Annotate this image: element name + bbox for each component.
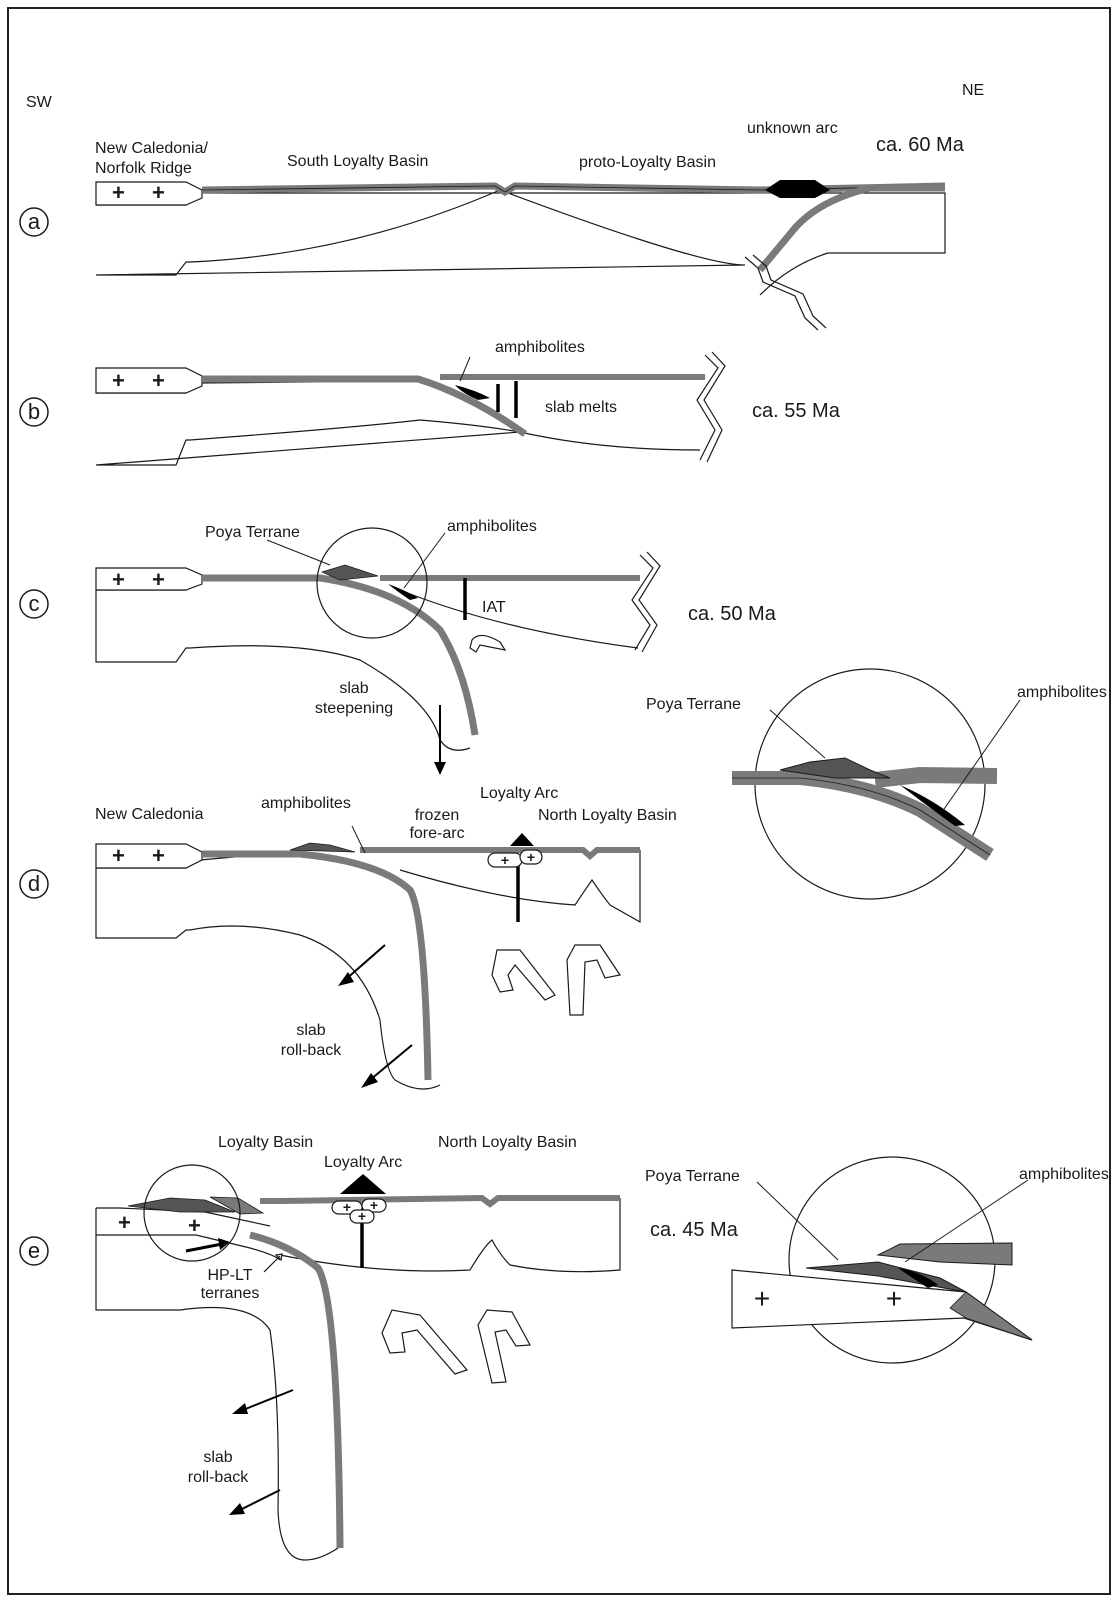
panel-b-plus-2: + — [152, 368, 165, 393]
panel-d-label-new-caledonia: New Caledonia — [95, 806, 204, 823]
panel-b-break — [697, 352, 725, 462]
panel-c-letter: c — [29, 591, 40, 616]
panel-d-label-north-loyalty-basin: North Loyalty Basin — [538, 807, 677, 824]
panel-e-inset-plus-2: + — [886, 1283, 902, 1314]
panel-d: d + + + + New Caledonia amphibolites fro… — [20, 785, 677, 1089]
panel-c-break — [632, 552, 660, 652]
panel-a-subducting-slab — [760, 188, 945, 270]
panel-d-label-fore-arc: fore-arc — [409, 825, 464, 842]
panel-b: b + + amphibolites slab melts ca. 55 Ma — [20, 339, 841, 465]
orientation-ne: NE — [962, 82, 984, 99]
panel-e-inset-plus-1: + — [754, 1283, 770, 1314]
panel-e-inset-overriding — [878, 1243, 1012, 1265]
panel-b-plus-1: + — [112, 368, 125, 393]
panel-a-label-south-loyalty-basin: South Loyalty Basin — [287, 153, 428, 170]
panel-d-label-frozen: frozen — [415, 807, 459, 824]
panel-c-inset-amph-leader — [942, 700, 1020, 812]
svg-text:+: + — [358, 1208, 366, 1224]
panel-e-exhumation-arrow — [264, 1254, 282, 1272]
panel-e-rollback-arrow-2 — [240, 1490, 280, 1510]
panel-e-overriding-crust — [260, 1198, 620, 1204]
panel-a-letter: a — [28, 209, 41, 234]
panel-c-age: ca. 50 Ma — [688, 603, 777, 625]
panel-b-age: ca. 55 Ma — [752, 400, 841, 422]
panel-d-label-amphibolites: amphibolites — [261, 795, 351, 812]
panel-b-label-slab-melts: slab melts — [545, 399, 617, 416]
panel-e-label-hp-lt: HP-LT — [207, 1267, 252, 1284]
panel-d-label-roll-back: roll-back — [281, 1042, 342, 1059]
panel-c-inset-label-amphibolites: amphibolites — [1017, 684, 1107, 701]
panel-c-inset: Poya Terrane amphibolites — [646, 669, 1107, 899]
panel-c-plus-1: + — [112, 567, 125, 592]
panel-e-flow-arrow-2 — [478, 1310, 530, 1383]
panel-c-label-steepening: steepening — [315, 700, 393, 717]
panel-e: e + + + + + Loyalty Basin Loyalty Arc No… — [20, 1134, 1109, 1560]
panel-d-plus-1: + — [112, 843, 125, 868]
panel-c-inset-poya-leader — [770, 710, 825, 758]
panel-e-inset: + + Poya Terrane amphibolites — [645, 1157, 1109, 1363]
panel-d-amphibolites-leader — [352, 826, 365, 853]
panel-e-label-terranes: terranes — [201, 1285, 260, 1302]
panel-e-label-roll-back: roll-back — [188, 1469, 249, 1486]
panel-c-label-iat: IAT — [482, 599, 506, 616]
panel-c-label-amphibolites: amphibolites — [447, 518, 537, 535]
panel-d-label-loyalty-arc: Loyalty Arc — [480, 785, 558, 802]
panel-a: a + + New Caledonia/ Norfolk Ridge South… — [20, 120, 965, 330]
panel-a-age: ca. 60 Ma — [876, 134, 965, 156]
panel-c-inset-overriding — [875, 775, 997, 780]
panel-d-loyalty-arc — [510, 833, 534, 846]
panel-a-plus-1: + — [112, 180, 125, 205]
panel-b-letter: b — [28, 399, 40, 424]
panel-e-age: ca. 45 Ma — [650, 1219, 739, 1241]
svg-text:+: + — [501, 852, 509, 868]
panel-c-mantle-flow-arrow — [470, 635, 505, 652]
panel-e-inset-slab — [950, 1292, 1032, 1340]
panel-e-label-loyalty-basin: Loyalty Basin — [218, 1134, 313, 1151]
panel-a-unknown-arc — [765, 180, 830, 198]
panel-c-plus-2: + — [152, 567, 165, 592]
panel-d-flow-arrow-1 — [492, 950, 555, 1000]
panel-c-label-slab: slab — [339, 680, 368, 697]
panel-a-plus-2: + — [152, 180, 165, 205]
panel-e-inset-continental — [732, 1270, 1032, 1340]
panel-d-letter: d — [28, 871, 40, 896]
panel-c: c + + Poya Terrane amphibolites IAT slab… — [20, 518, 1107, 899]
panel-c-label-poya-terrane: Poya Terrane — [205, 524, 300, 541]
panel-a-label-unknown-arc: unknown arc — [747, 120, 838, 137]
panel-d-rollback-arrow-1 — [345, 945, 385, 980]
panel-e-letter: e — [28, 1238, 40, 1263]
panel-d-plus-2: + — [152, 843, 165, 868]
panel-a-break — [745, 257, 818, 330]
panel-d-poya-terrane — [290, 843, 355, 852]
panel-e-loyalty-arc — [340, 1174, 386, 1194]
panel-e-rollback-slab — [250, 1235, 340, 1548]
panel-e-plus-1: + — [118, 1210, 131, 1235]
svg-text:+: + — [527, 849, 535, 865]
panel-d-flow-arrow-2 — [567, 945, 620, 1015]
panel-e-inset-poya-leader — [757, 1182, 838, 1260]
panel-c-lithosphere — [96, 580, 320, 662]
panel-a-label-proto-loyalty-basin: proto-Loyalty Basin — [579, 154, 716, 171]
panel-b-label-amphibolites: amphibolites — [495, 339, 585, 356]
panel-e-flow-arrow-1 — [382, 1310, 467, 1374]
panel-c-inset-label-poya: Poya Terrane — [646, 696, 741, 713]
panel-e-plus-2: + — [188, 1213, 201, 1238]
panel-e-label-north-loyalty-basin: North Loyalty Basin — [438, 1134, 577, 1151]
panel-a-label-norfolk-ridge: Norfolk Ridge — [95, 160, 192, 177]
panel-e-inset-label-amphibolites: amphibolites — [1019, 1166, 1109, 1183]
panel-d-label-slab: slab — [296, 1022, 325, 1039]
panel-e-rollback-arrow-1 — [243, 1390, 293, 1410]
panel-a-label-new-caledonia: New Caledonia/ — [95, 140, 209, 157]
panel-e-label-slab: slab — [203, 1449, 232, 1466]
panel-e-thrust-arrow — [186, 1244, 222, 1251]
panel-c-poya-leader — [267, 540, 330, 565]
panel-e-inset-label-poya: Poya Terrane — [645, 1168, 740, 1185]
panel-e-label-loyalty-arc: Loyalty Arc — [324, 1154, 402, 1171]
svg-text:+: + — [343, 1199, 351, 1215]
orientation-sw: SW — [26, 94, 53, 111]
